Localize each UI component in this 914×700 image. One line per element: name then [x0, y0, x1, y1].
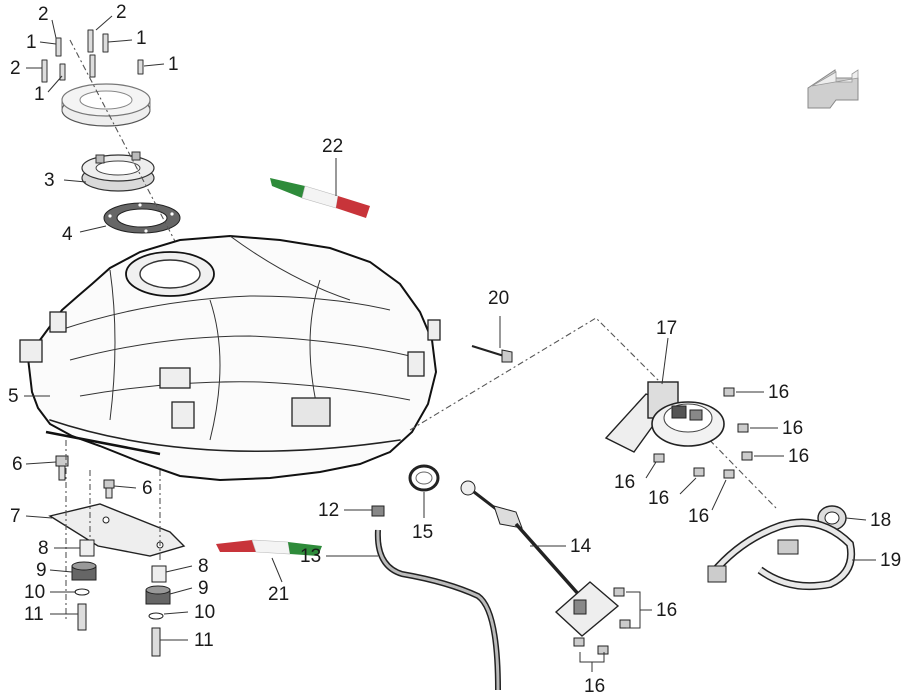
callout-11: 11 [194, 630, 214, 651]
callout-19: 19 [880, 550, 901, 571]
callout-1: 1 [168, 54, 179, 75]
callout-1: 1 [26, 32, 37, 53]
callout-8: 8 [198, 556, 209, 577]
callout-6: 6 [12, 454, 23, 475]
filler-cap-flange [81, 151, 155, 192]
callout-16: 16 [656, 600, 677, 621]
callout-20: 20 [488, 288, 509, 309]
callout-2: 2 [116, 2, 127, 23]
callout-17: 17 [656, 318, 677, 339]
bushing-stack-left [71, 539, 97, 631]
direction-arrow-icon [807, 69, 859, 109]
callout-16: 16 [768, 382, 789, 403]
decal-tank-lower [216, 539, 322, 556]
callout-21: 21 [268, 584, 289, 605]
fuel-pump-unit [604, 381, 725, 453]
bolt-20 [471, 344, 513, 363]
callout-2: 2 [10, 58, 21, 79]
breather-hose [374, 529, 501, 691]
callout-7: 7 [10, 506, 21, 527]
callout-10: 10 [194, 602, 215, 623]
filler-cap-screws [41, 29, 144, 83]
callout-3: 3 [44, 170, 55, 191]
callout-6: 6 [142, 478, 153, 499]
fuel-pump-tube [460, 480, 620, 637]
callout-5: 5 [8, 386, 19, 407]
o-ring-15 [408, 464, 440, 492]
callout-18: 18 [870, 510, 891, 531]
callout-16: 16 [688, 506, 709, 527]
fuel-tank [19, 234, 441, 482]
callout-1: 1 [136, 28, 147, 49]
filler-gasket [103, 202, 181, 234]
callout-2: 2 [38, 4, 49, 25]
callout-12: 12 [318, 500, 339, 521]
callout-labels: 2 2 1 1 2 1 1 3 4 5 6 6 7 8 8 9 9 10 10 … [8, 2, 901, 697]
callout-15: 15 [412, 522, 433, 543]
bolt-6-left [55, 455, 69, 481]
rear-mount-bracket [48, 503, 186, 557]
callout-11: 11 [24, 604, 44, 625]
screws-16-pump [653, 387, 753, 479]
callout-9: 9 [198, 578, 209, 599]
filler-cap-ring [61, 83, 151, 127]
callout-9: 9 [36, 560, 47, 581]
screws-16-bottom [573, 587, 631, 655]
decal-tank-upper [270, 178, 370, 218]
callout-22: 22 [322, 136, 343, 157]
callout-16: 16 [584, 676, 605, 697]
bushing-stack-right [145, 565, 171, 657]
callout-14: 14 [570, 536, 592, 557]
callout-1: 1 [34, 84, 45, 105]
callout-13: 13 [300, 546, 321, 567]
clip-12 [371, 505, 385, 517]
callout-16: 16 [614, 472, 635, 493]
leader-lines [24, 15, 876, 672]
callout-10: 10 [24, 582, 45, 603]
callout-8: 8 [38, 538, 49, 559]
callout-16: 16 [648, 488, 669, 509]
bolt-6-right [103, 479, 115, 499]
callout-16: 16 [788, 446, 809, 467]
callout-16: 16 [782, 418, 803, 439]
callout-4: 4 [62, 224, 73, 245]
fuel-pipe-assembly [707, 518, 855, 591]
